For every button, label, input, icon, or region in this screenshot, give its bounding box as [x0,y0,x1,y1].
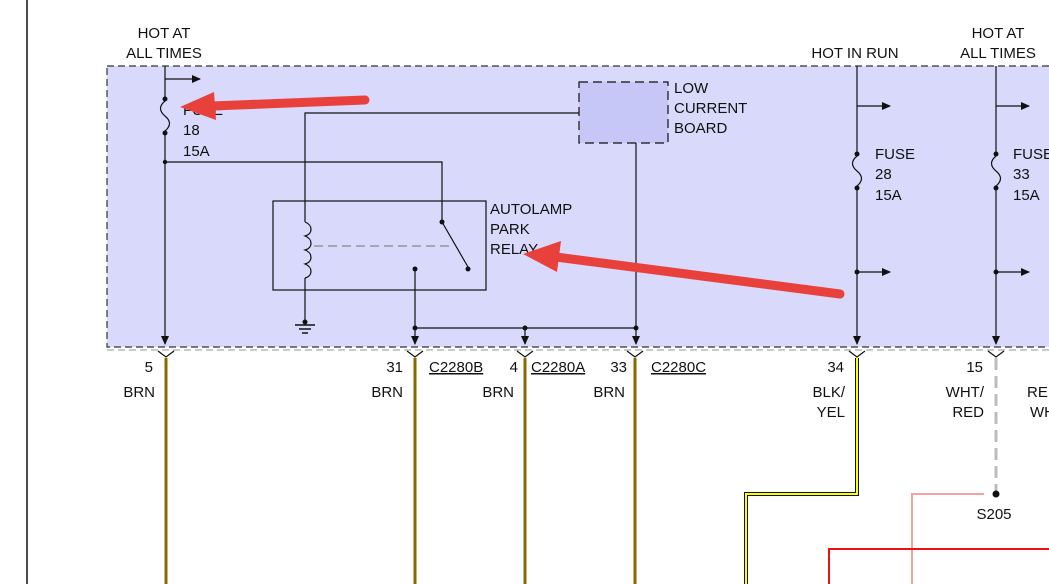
pin31-number: 31 [386,359,403,376]
run-feed-label: HOT IN RUN [811,45,898,62]
pin15-color-2: RED [952,404,984,421]
pin15-number: 15 [966,359,983,376]
pin5-color: BRN [123,384,155,401]
fuse18-to-relay-switch [165,161,443,222]
terminal-pin5 [157,350,175,358]
splice-label: S205 [976,506,1011,523]
fuse28-symbol [851,155,863,187]
terminal-pin4 [516,350,534,358]
right-feed-label-2: ALL TIMES [960,45,1036,62]
left-feed-label-1: HOT AT [138,25,191,42]
fuse33-circuit [990,66,1030,345]
fuse33-number: 33 [1013,166,1030,183]
board-label-1: LOW [674,80,709,97]
annotation-arrow-relay-shaft [551,252,845,299]
fuse18-symbol [159,100,171,132]
pin34-color-2: YEL [817,404,845,421]
board-label-2: CURRENT [674,100,747,117]
splice-s205-dot [992,490,1000,498]
connector-terminals [157,350,1005,358]
relay-switch-contact [465,266,471,272]
connector-c2280c: C2280C [651,359,706,376]
relay-coil-symbol [302,221,312,279]
harness-wires [107,349,1049,584]
fuse18-number: 18 [183,122,200,139]
board-box [578,81,669,144]
terminal-pin15 [987,350,1005,358]
low-current-board [304,81,669,345]
right-feed-label-1: HOT AT [972,25,1025,42]
fuse28-number: 28 [875,166,892,183]
fuse28-circuit [851,66,891,345]
fuse33-symbol [990,155,1002,187]
terminal-pin34 [848,350,866,358]
pin15-color-1: WHT/ [946,384,985,401]
wire-red [828,548,1049,584]
board-to-relay-coil [304,112,579,222]
bus-junction-33 [633,325,639,331]
fuse28-dot-top [854,151,860,157]
annotation-arrows [180,92,845,299]
cutoff-wire-color-2: WH [1030,404,1049,421]
fuse18-rating: 15A [183,143,210,160]
wire-pin34-yel-stripe [745,358,858,584]
fuse18-circuit [159,66,443,345]
fuse28-name: FUSE [875,146,915,163]
fuse28-rating: 15A [875,187,902,204]
wire-splice-pink [911,493,984,584]
cutoff-wire-color-1: RE [1027,384,1048,401]
relay-label-2: PARK [490,221,530,238]
autolamp-park-relay [272,200,639,345]
terminal-pin31 [406,350,424,358]
pin33-number: 33 [610,359,627,376]
connector-c2280a: C2280A [531,359,585,376]
fuse33-dot-top [993,151,999,157]
pin4-number: 4 [510,359,518,376]
ground-dot [302,319,308,325]
pin34-color-1: BLK/ [812,384,845,401]
pin31-color: BRN [371,384,403,401]
pin34-number: 34 [827,359,844,376]
bus-junction-31 [412,325,418,331]
terminal-pin33 [626,350,644,358]
relay-switch-arm [441,221,469,268]
fuse33-name: FUSE [1013,146,1049,163]
annotation-arrow-relay-head [523,241,561,272]
pin5-number: 5 [145,359,153,376]
annotation-arrow-fuse18-head [180,92,216,120]
fuse18-dot-top [162,96,168,102]
relay-label-1: AUTOLAMP [490,201,572,218]
board-label-3: BOARD [674,120,728,137]
relay-box [272,200,487,291]
left-feed-label-2: ALL TIMES [126,45,202,62]
fuse33-rating: 15A [1013,187,1040,204]
annotation-arrow-fuse18-shaft [207,95,370,111]
pin33-color: BRN [593,384,625,401]
pin4-color: BRN [482,384,514,401]
connector-c2280b: C2280B [429,359,483,376]
